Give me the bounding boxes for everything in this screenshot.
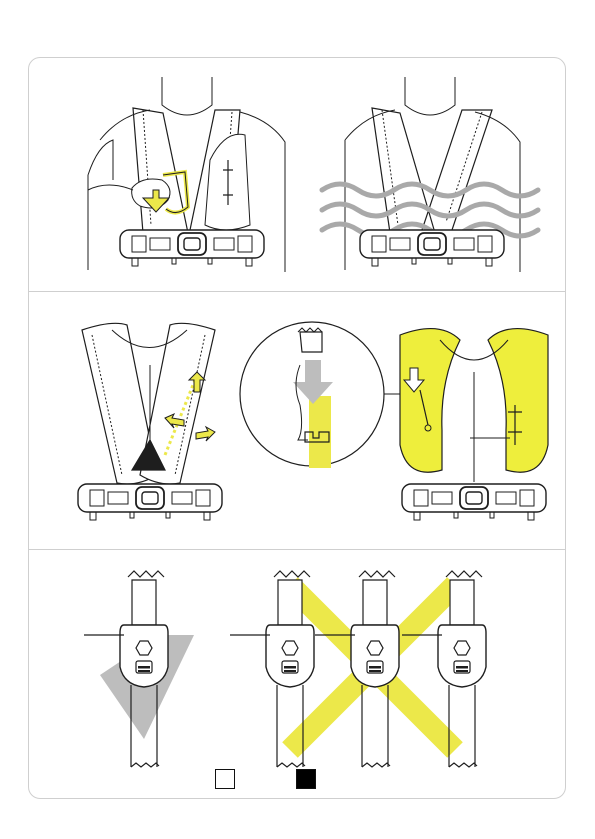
figure-rearm-vest	[82, 323, 215, 484]
buckle-2	[360, 230, 504, 266]
buckle-1	[120, 230, 264, 266]
buckle-3	[78, 484, 222, 520]
water-waves	[322, 184, 538, 236]
figure-inflated-vest	[400, 329, 548, 482]
legend-white	[215, 769, 235, 789]
buckle-4	[402, 484, 546, 520]
indicator-wrong-2	[315, 571, 399, 767]
legend-black	[296, 769, 316, 789]
indicator-ok	[84, 571, 168, 767]
